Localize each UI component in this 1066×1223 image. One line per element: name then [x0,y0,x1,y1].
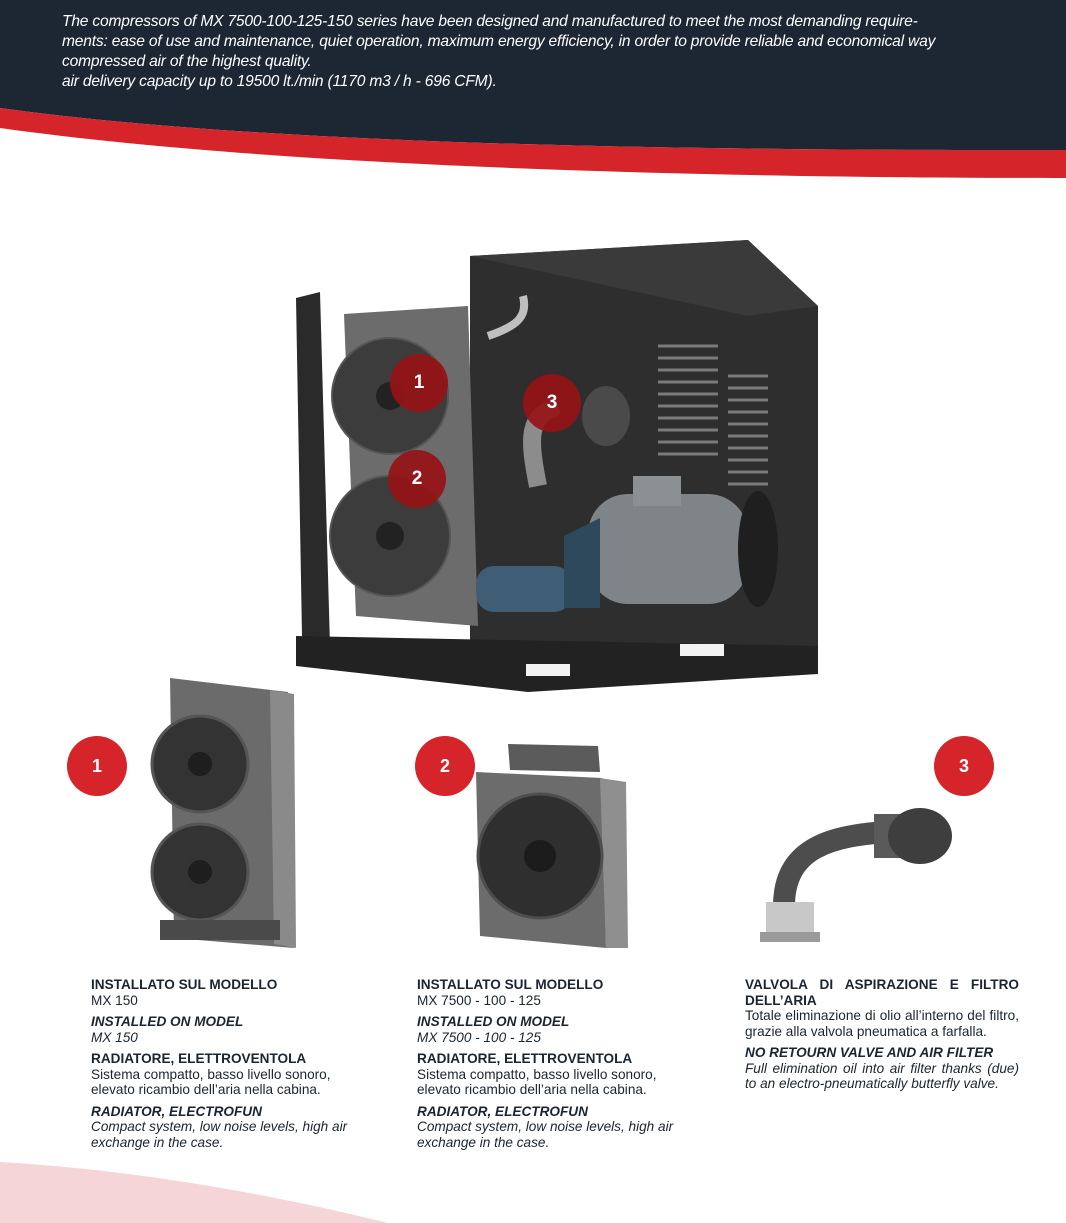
compressor-illustration: 1 2 3 [288,236,828,692]
column-valve-filter: VALVOLA DI ASPIRAZIONE E FILTRO DELL’ARI… [745,977,1019,1098]
installed-it-label: INSTALLATO SUL MODELLO [91,977,278,992]
header-band [0,0,1066,178]
title-it: RADIATORE, ELETTROVENTOLA [91,1051,307,1066]
callout-3: 3 [523,374,581,432]
installed-it-label: INSTALLATO SUL MODELLO [417,977,604,992]
installed-en-label: INSTALLED ON MODEL [91,1014,244,1029]
callout-1: 1 [390,354,448,412]
intro-text: The compressors of MX 7500-100-125-150 s… [62,12,1032,92]
desc-it: Sistema compatto, basso livello sonoro, … [417,1066,657,1098]
callout-2: 2 [388,450,446,508]
installed-en-value: MX 7500 - 100 - 125 [417,1029,541,1045]
badge-2: 2 [415,736,475,796]
installed-en-label: INSTALLED ON MODEL [417,1014,570,1029]
compressor-drawing [296,240,818,692]
column-radiator-mx150: INSTALLATO SUL MODELLO MX 150 INSTALLED … [91,977,371,1156]
title-en: RADIATOR, ELECTROFUN [91,1103,262,1119]
radiator-single-fan-image [476,744,628,948]
intro-line-2: ments: ease of use and maintenance, quie… [62,33,936,50]
installed-it-value: MX 7500 - 100 - 125 [417,992,541,1008]
desc-en: Full elimination oil into air filter tha… [745,1060,1019,1092]
title-en: RADIATOR, ELECTROFUN [417,1103,588,1119]
radiator-double-fan-image [150,678,296,948]
column-radiator-mx7500: INSTALLATO SUL MODELLO MX 7500 - 100 - 1… [417,977,697,1156]
desc-en: Compact system, low noise levels, high a… [417,1119,674,1150]
desc-en: Compact system, low noise levels, high a… [91,1119,348,1150]
title-en: NO RETOURN VALVE AND AIR FILTER [745,1045,994,1060]
intro-line-3: compressed air of the highest quality. [62,53,312,70]
intro-line-4: air delivery capacity up to 19500 lt./mi… [62,73,497,90]
desc-it: Sistema compatto, basso livello sonoro, … [91,1066,331,1098]
intake-valve-filter-image [760,808,952,942]
intro-line-1: The compressors of MX 7500-100-125-150 s… [62,13,918,30]
bottom-swoosh [0,1162,388,1223]
desc-it: Totale eliminazione di olio all’interno … [745,1008,1019,1039]
installed-en-value: MX 150 [91,1029,138,1045]
badge-1: 1 [67,736,127,796]
title-it: RADIATORE, ELETTROVENTOLA [417,1051,633,1066]
title-it: VALVOLA DI ASPIRAZIONE E FILTRO DELL’ARI… [745,977,1019,1008]
installed-it-value: MX 150 [91,992,138,1008]
badge-3: 3 [934,736,994,796]
